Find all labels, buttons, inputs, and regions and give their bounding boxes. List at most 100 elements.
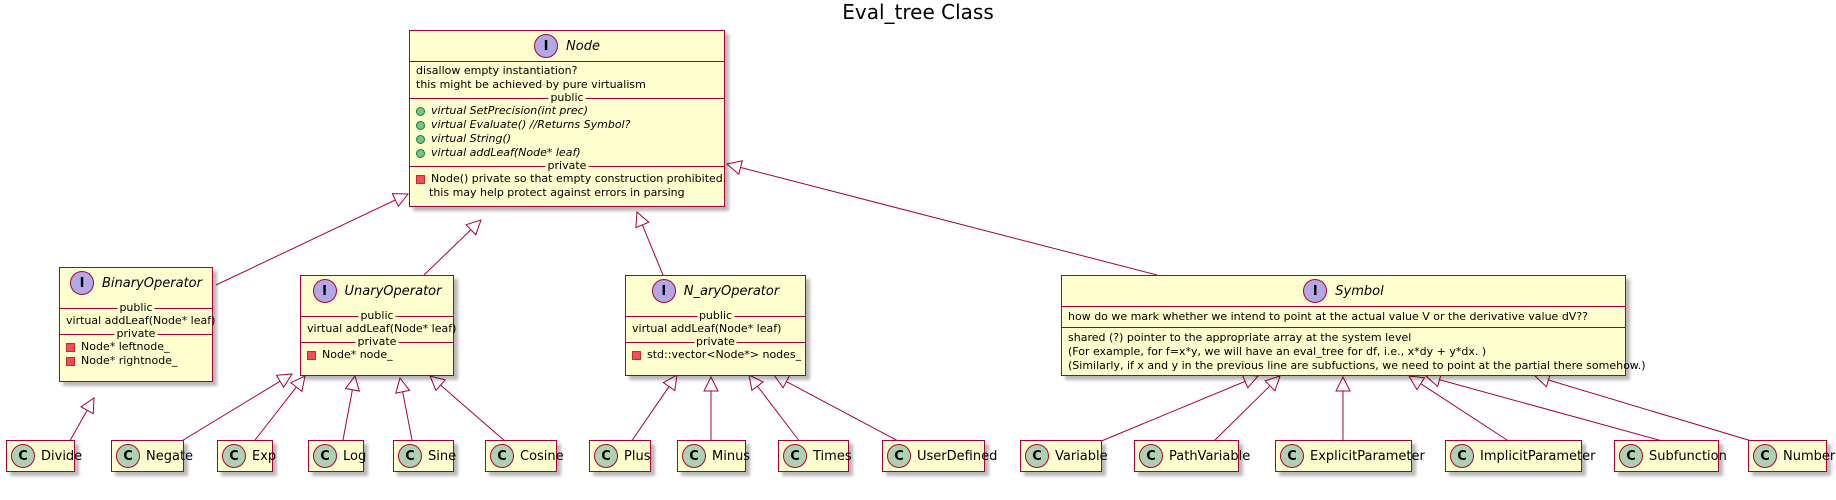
- private-separator: private: [60, 328, 212, 340]
- class-number[interactable]: C Number: [1748, 440, 1835, 472]
- inheritance-arrowhead-icon: [725, 160, 743, 176]
- symbol-note: (For example, for f=x*y, we will have an…: [1068, 345, 1487, 358]
- class-name: Log: [343, 448, 367, 464]
- naryoperator-field: std::vector<Node*> nodes_: [626, 348, 805, 362]
- class-badge-icon: C: [313, 444, 337, 468]
- inheritance-line: [786, 381, 901, 443]
- public-separator: public: [60, 302, 212, 314]
- class-badge-icon: C: [116, 444, 140, 468]
- node-method: virtual SetPrecision(int prec): [410, 104, 724, 118]
- node-title: Node: [566, 38, 600, 54]
- inheritance-arrowhead-icon: [429, 375, 447, 392]
- inheritance-arrowhead-icon: [465, 219, 482, 236]
- private-marker-icon: [307, 350, 316, 360]
- private-separator: private: [626, 336, 805, 348]
- public-separator: public: [301, 310, 453, 322]
- inheritance-line: [402, 391, 413, 441]
- public-marker-icon: [416, 148, 425, 158]
- class-name: Variable: [1055, 448, 1108, 464]
- binaryoperator-method: virtual addLeaf(Node* leaf): [66, 314, 216, 327]
- naryoperator-method: virtual addLeaf(Node* leaf): [632, 322, 782, 335]
- class-negate[interactable]: C Negate: [111, 440, 193, 472]
- public-marker-icon: [416, 134, 425, 144]
- class-badge-icon: C: [1280, 444, 1304, 468]
- inheritance-line: [342, 389, 353, 441]
- class-name: Sine: [428, 448, 457, 464]
- inheritance-arrowhead-icon: [1335, 375, 1351, 392]
- class-badge-icon: C: [783, 444, 807, 468]
- class-badge-icon: C: [1450, 444, 1474, 468]
- private-separator: private: [410, 160, 724, 172]
- inheritance-line: [641, 224, 664, 276]
- inheritance-line: [179, 380, 281, 443]
- class-badge-icon: C: [490, 444, 514, 468]
- naryoperator-title: N_aryOperator: [683, 283, 780, 299]
- inheritance-arrowhead-icon: [395, 376, 411, 394]
- interface-badge-icon: I: [312, 279, 337, 303]
- inheritance-line: [757, 385, 801, 443]
- symbol-note: (Similarly, if x and y in the previous l…: [1068, 359, 1646, 372]
- class-badge-icon: C: [594, 444, 618, 468]
- unaryoperator-title: UnaryOperator: [344, 283, 442, 299]
- unaryoperator-field: Node* node_: [301, 348, 453, 362]
- inheritance-line: [254, 386, 297, 441]
- class-log[interactable]: C Log: [308, 440, 367, 472]
- inheritance-arrowhead-icon: [1264, 375, 1281, 392]
- node-method: virtual Evaluate() //Returns Symbol?: [410, 118, 724, 132]
- class-badge-icon: C: [1753, 444, 1777, 468]
- inheritance-arrowhead-icon: [748, 374, 764, 392]
- binaryoperator-title: BinaryOperator: [102, 275, 202, 291]
- inheritance-arrowhead-icon: [344, 374, 361, 392]
- class-sine[interactable]: C Sine: [393, 440, 457, 472]
- interface-badge-icon: I: [70, 271, 95, 295]
- node-method: virtual addLeaf(Node* leaf): [410, 146, 724, 160]
- interface-badge-icon: I: [1303, 279, 1328, 303]
- private-separator: private: [301, 336, 453, 348]
- inheritance-line: [423, 229, 472, 276]
- unaryoperator-interface[interactable]: I UnaryOperator public virtual addLeaf(N…: [300, 275, 457, 376]
- inheritance-arrowhead-icon: [635, 210, 650, 229]
- class-implicitparameter[interactable]: C ImplicitParameter: [1445, 440, 1595, 472]
- class-badge-icon: C: [11, 444, 35, 468]
- node-note: this might be achieved by pure virtualis…: [416, 78, 646, 91]
- inheritance-line: [740, 167, 1158, 276]
- symbol-note: how do we mark whether we intend to poin…: [1068, 310, 1589, 323]
- symbol-note: shared (?) pointer to the appropriate ar…: [1068, 331, 1412, 344]
- node-private-member: Node() private so that empty constructio…: [410, 172, 726, 186]
- private-marker-icon: [632, 350, 641, 360]
- binaryoperator-interface[interactable]: I BinaryOperator public virtual addLeaf(…: [59, 267, 216, 382]
- public-marker-icon: [416, 106, 425, 116]
- class-badge-icon: C: [1139, 444, 1163, 468]
- class-name: ImplicitParameter: [1480, 448, 1596, 464]
- unaryoperator-method: virtual addLeaf(Node* leaf): [307, 322, 457, 335]
- inheritance-arrowhead-icon: [275, 373, 293, 389]
- class-name: Number: [1783, 448, 1836, 464]
- class-badge-icon: C: [398, 444, 422, 468]
- class-name: UserDefined: [917, 448, 998, 464]
- class-badge-icon: C: [222, 444, 246, 468]
- node-interface[interactable]: I Node disallow empty instantiation? thi…: [409, 30, 726, 207]
- inheritance-line: [1439, 379, 1667, 443]
- symbol-interface[interactable]: I Symbol how do we mark whether we inten…: [1061, 275, 1646, 376]
- naryoperator-interface[interactable]: I N_aryOperator public virtual addLeaf(N…: [625, 275, 806, 376]
- inheritance-line: [1098, 380, 1246, 443]
- inheritance-arrowhead-icon: [703, 375, 719, 392]
- inheritance-arrowhead-icon: [773, 374, 791, 389]
- inheritance-line: [630, 386, 670, 443]
- inheritance-line: [1548, 379, 1756, 443]
- interface-badge-icon: I: [651, 279, 676, 303]
- private-marker-icon: [416, 174, 425, 184]
- class-name: Negate: [146, 448, 194, 464]
- class-name: Minus: [712, 448, 751, 464]
